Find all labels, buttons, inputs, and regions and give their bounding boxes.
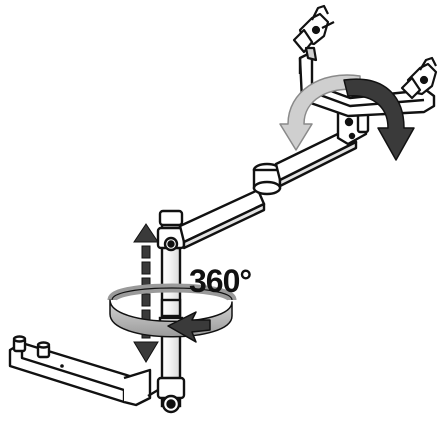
base-knob — [12, 335, 27, 353]
pole-front-segment — [160, 298, 182, 318]
tilt-arrow-dark-icon — [343, 78, 415, 161]
base-knob — [36, 341, 51, 359]
rotation-360-arrow-icon — [107, 283, 237, 343]
lower-arm — [178, 188, 266, 250]
top-right-clamp — [400, 56, 438, 100]
top-left-clamp — [292, 4, 335, 62]
tilt-arrow-light-icon — [279, 74, 361, 151]
upper-arm — [274, 126, 358, 188]
base-bracket — [8, 335, 152, 407]
rotation-label: 360° — [189, 263, 252, 299]
